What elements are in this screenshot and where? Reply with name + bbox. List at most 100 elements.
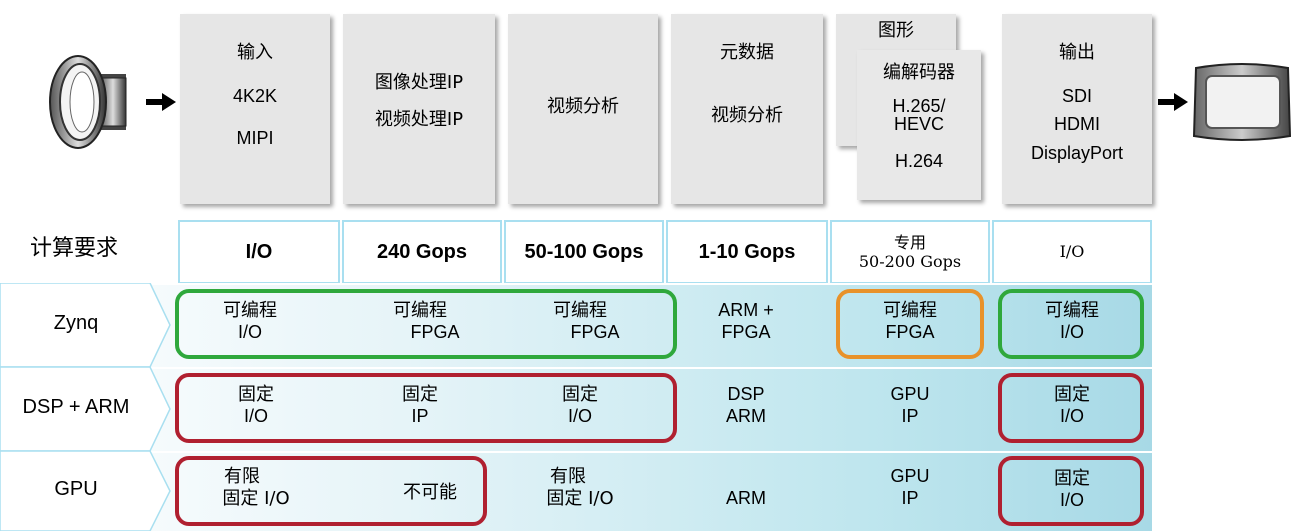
compute-io-text: I/O	[245, 240, 273, 263]
zynq-cell-1-l2: I/O	[237, 321, 262, 342]
compute-240-text: 240 Gops	[376, 240, 468, 263]
dsp-cell-5-l1: GPU	[890, 384, 930, 404]
zynq-cell-2-l1: 可编程	[393, 300, 447, 321]
row-label-dsp-arm: DSP + ARM	[22, 396, 130, 418]
input-stage: 输入 4K2K MIPI	[180, 14, 330, 204]
gpu-limited-frame	[175, 456, 487, 526]
codec-card: 编解码器 H.265/ HEVC H.264	[857, 50, 981, 200]
gpu-cell-5-l2: IP	[901, 487, 919, 508]
compute-50-100-text: 50-100 Gops	[524, 240, 644, 263]
row-label-chevrons	[0, 283, 171, 531]
row-label-gpu: GPU	[54, 478, 98, 500]
dsp-row	[0, 367, 1152, 451]
dsp-cell-1-l1: 固定	[238, 384, 274, 405]
zynq-cell-6-l2: I/O	[1059, 321, 1084, 342]
zynq-cell-5-l2: FPGA	[885, 321, 935, 342]
output-displayport: DisplayPort	[1030, 142, 1124, 163]
metadata-analytics-label: 视频分析	[711, 104, 783, 126]
output-hdmi: HDMI	[1054, 114, 1100, 134]
compute-dedicated-gops: 50-200 Gops	[858, 252, 962, 271]
compute-output-io: I/O	[992, 220, 1152, 284]
camera-lens-icon	[40, 52, 152, 152]
gpu-row	[0, 451, 1152, 531]
compute-output-io-text: I/O	[1059, 242, 1085, 262]
input-title: 输入	[237, 42, 273, 63]
dsp-cell-6-l1: 固定	[1054, 384, 1090, 405]
zynq-cell-4-l1: ARM +	[718, 300, 774, 320]
dsp-cell-4-l1: DSP	[727, 384, 765, 404]
dsp-cell-2-l2: IP	[411, 405, 429, 426]
dsp-cell-6-l2: I/O	[1059, 405, 1084, 426]
zynq-cell-6-l1: 可编程	[1045, 300, 1099, 321]
metadata-label: 元数据	[720, 42, 774, 63]
output-stage: 输出 SDI HDMI DisplayPort	[1002, 14, 1152, 204]
metadata-stage: 元数据 视频分析	[671, 14, 823, 204]
output-sdi: SDI	[1061, 85, 1092, 106]
analytics-label: 视频分析	[547, 96, 619, 117]
zynq-cell-3-l1: 可编程	[553, 300, 607, 321]
gpu-cell-1: 有限固定 I/O	[196, 466, 316, 509]
compute-1-10: 1-10 Gops	[666, 220, 828, 284]
zynq-row	[0, 283, 1152, 367]
gpu-cell-4: ARM	[686, 488, 806, 510]
compute-240: 240 Gops	[342, 220, 502, 284]
gpu-cell-1-l1: 有限	[224, 466, 260, 487]
gpu-cell-3-l2: 固定 I/O	[546, 487, 614, 509]
monitor-icon	[1190, 62, 1294, 144]
row-label-zynq: Zynq	[53, 312, 99, 334]
gpu-cell-2-l1: 不可能	[403, 482, 457, 503]
gpu-cell-2: 不可能	[380, 482, 480, 504]
zynq-output-frame	[998, 289, 1144, 359]
analytics-stage: 视频分析	[508, 14, 658, 204]
dsp-cell-3-l1: 固定	[562, 384, 598, 405]
gpu-cell-6-l2: I/O	[1059, 489, 1084, 510]
codec-h265: H.265/	[892, 95, 946, 116]
dsp-output-frame	[998, 373, 1144, 443]
dsp-cell-1-l2: I/O	[243, 405, 268, 426]
dsp-cell-3-l2: I/O	[567, 405, 592, 426]
gpu-cell-4-l1: ARM	[726, 488, 766, 508]
graphics-label: 图形	[878, 20, 914, 41]
right-arrow-icon	[1158, 93, 1188, 111]
zynq-gpu-frame	[836, 289, 984, 359]
compute-dedicated: 专用 50-200 Gops	[830, 220, 990, 284]
ip-stage: 图像处理IP 视频处理IP	[343, 14, 495, 204]
video-ip-label: 视频处理IP	[374, 108, 464, 130]
compute-io: I/O	[178, 220, 340, 284]
codec-hevc: HEVC	[893, 114, 944, 135]
gpu-cell-6-l1: 固定	[1054, 468, 1090, 489]
gpu-output-frame	[998, 456, 1144, 526]
input-interface: MIPI	[236, 128, 274, 148]
dsp-fixed-frame	[175, 373, 677, 443]
gpu-cell-5-l1: GPU	[890, 466, 930, 486]
compute-50-100: 50-100 Gops	[504, 220, 664, 284]
image-ip-label: 图像处理IP	[374, 72, 464, 93]
compute-dedicated-title: 专用	[893, 232, 926, 252]
dsp-cell-4-l2: ARM	[726, 405, 766, 426]
zynq-programmable-frame	[175, 289, 677, 359]
zynq-cell-1-l1: 可编程	[223, 300, 277, 321]
gpu-cell-1-l2: 固定 I/O	[222, 487, 290, 509]
zynq-cell-5-l1: 可编程	[883, 300, 937, 321]
zynq-cell-4: ARM +FPGA	[686, 300, 806, 343]
zynq-cell-4-l2: FPGA	[721, 321, 771, 342]
gpu-cell-3: 有限固定 I/O	[520, 466, 640, 509]
output-title: 输出	[1059, 42, 1095, 63]
gpu-cell-3-l1: 有限	[550, 466, 586, 487]
zynq-cell-2-l2: FPGA	[410, 321, 460, 342]
codec-label: 编解码器	[883, 62, 955, 83]
dsp-cell-2-l1: 固定	[402, 384, 438, 405]
